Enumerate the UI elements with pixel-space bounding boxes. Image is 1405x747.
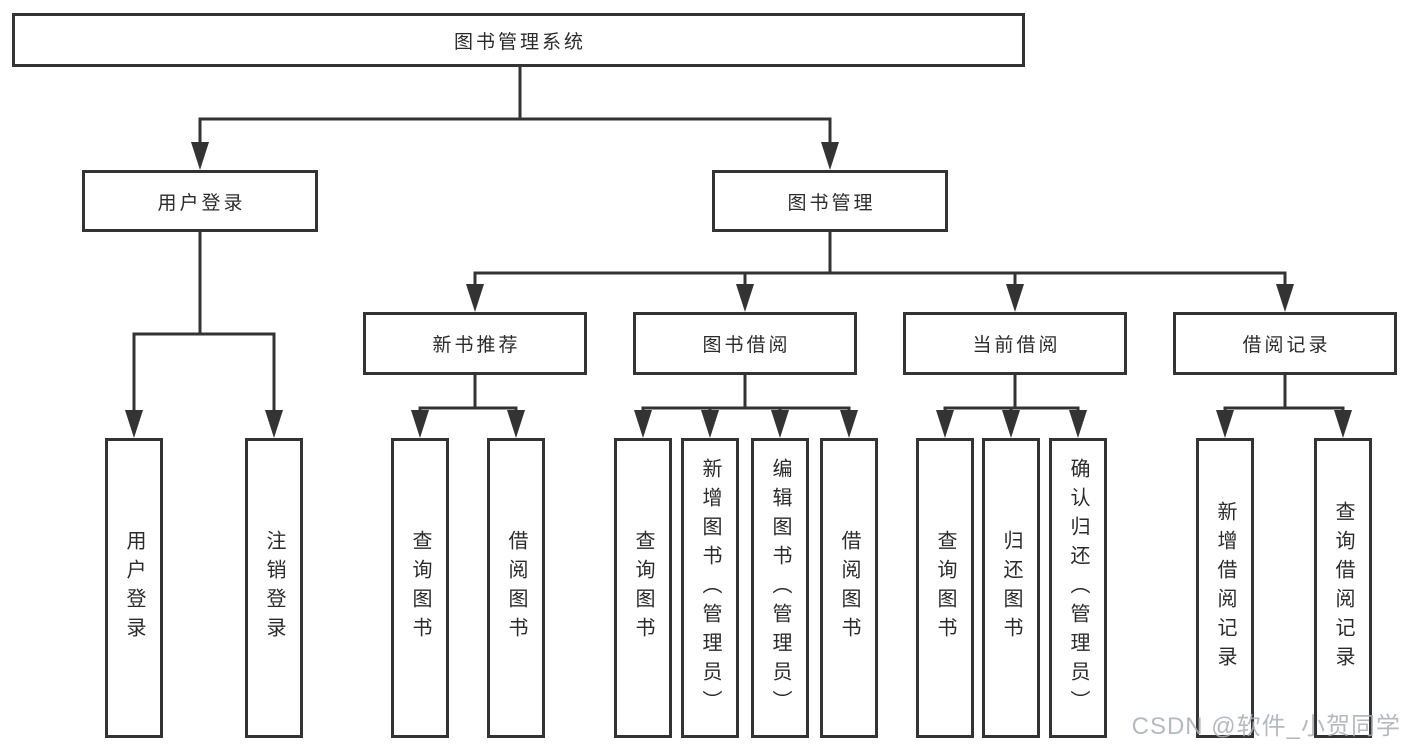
leaf-query-book-recommend-label: 查询图书	[409, 530, 431, 646]
leaf-confirm-return-admin-label: 确认归还（管理员）	[1067, 457, 1089, 719]
node-book-management-label: 图书管理	[787, 192, 876, 214]
node-book-borrowing: 图书借阅	[633, 312, 857, 375]
leaf-confirm-return-admin: 确认归还（管理员）	[1049, 438, 1107, 738]
leaf-add-book-admin: 新增图书（管理员）	[681, 438, 739, 738]
leaf-return-book: 归还图书	[982, 438, 1040, 738]
leaf-edit-book-admin-label: 编辑图书（管理员）	[769, 457, 791, 719]
leaf-query-borrow-record: 查询借阅记录	[1314, 438, 1372, 738]
leaf-query-book-recommend: 查询图书	[391, 438, 449, 738]
leaf-borrow-book-borrowing-label: 借阅图书	[838, 530, 860, 646]
leaf-logout-label: 注销登录	[263, 530, 285, 646]
leaf-user-login: 用户登录	[105, 438, 163, 738]
node-borrowing-records: 借阅记录	[1173, 312, 1397, 375]
node-current-borrowing: 当前借阅	[903, 312, 1127, 375]
leaf-logout: 注销登录	[245, 438, 303, 738]
leaf-query-book-borrowing: 查询图书	[614, 438, 672, 738]
node-new-book-recommendation-label: 新书推荐	[432, 335, 521, 356]
leaf-borrow-book-recommend: 借阅图书	[487, 438, 545, 738]
node-book-management: 图书管理	[712, 170, 948, 232]
node-root-label: 图书管理系统	[453, 31, 586, 53]
node-borrowing-records-label: 借阅记录	[1242, 335, 1331, 356]
leaf-borrow-book-borrowing: 借阅图书	[820, 438, 878, 738]
node-current-borrowing-label: 当前借阅	[972, 335, 1061, 356]
node-root-system: 图书管理系统	[12, 13, 1025, 67]
leaf-query-book-borrowing-label: 查询图书	[632, 530, 654, 646]
leaf-query-book-current: 查询图书	[916, 438, 974, 738]
arrowheads	[125, 142, 1352, 438]
leaf-query-book-current-label: 查询图书	[934, 530, 956, 646]
leaf-borrow-book-recommend-label: 借阅图书	[505, 530, 527, 646]
node-new-book-recommendation: 新书推荐	[363, 312, 587, 375]
leaf-return-book-label: 归还图书	[1000, 530, 1022, 646]
node-user-login-label: 用户登录	[157, 192, 246, 214]
leaf-user-login-label: 用户登录	[123, 530, 145, 646]
node-book-borrowing-label: 图书借阅	[702, 335, 791, 356]
leaf-add-book-admin-label: 新增图书（管理员）	[699, 457, 721, 719]
leaf-add-borrow-record: 新增借阅记录	[1196, 438, 1254, 738]
leaf-query-borrow-record-label: 查询借阅记录	[1332, 501, 1354, 675]
node-user-login: 用户登录	[82, 170, 318, 232]
csdn-watermark: CSDN @软件_小贺同学	[1131, 713, 1401, 740]
leaf-edit-book-admin: 编辑图书（管理员）	[751, 438, 809, 738]
leaf-add-borrow-record-label: 新增借阅记录	[1214, 501, 1236, 675]
